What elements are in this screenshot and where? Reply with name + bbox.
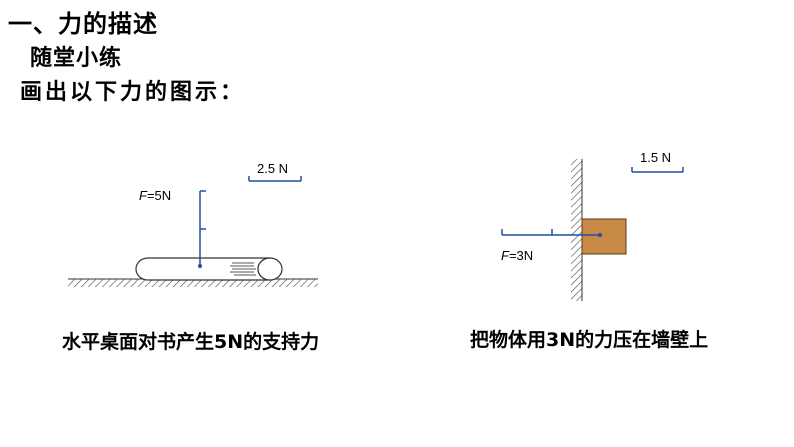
- force-origin-point: [198, 264, 202, 268]
- scale-label: 2.5 N: [257, 161, 288, 176]
- scale-bar: [631, 167, 684, 173]
- wooden-block: [581, 218, 627, 255]
- right-diagram: F=3N 1.5 N: [501, 150, 684, 301]
- press-force-arrow: [501, 229, 600, 236]
- force-label: F=5N: [139, 188, 171, 203]
- table-hatch: [68, 279, 318, 287]
- force-label: F=3N: [501, 248, 533, 263]
- left-caption: 水平桌面对书产生5N的支持力: [62, 331, 320, 353]
- scale-bar: [248, 176, 302, 182]
- instruction-text: 画出以下力的图示：: [20, 80, 246, 105]
- force-origin-point: [598, 233, 602, 237]
- left-diagram: F=5N 2.5 N: [68, 161, 318, 287]
- right-caption: 把物体用3N的力压在墙壁上: [470, 329, 709, 351]
- book-shape: [135, 257, 283, 281]
- scale-label: 1.5 N: [640, 150, 671, 165]
- wall-hatch: [571, 159, 582, 301]
- slide-subtitle: 随堂小练: [30, 46, 123, 71]
- support-force-arrow: [199, 190, 206, 266]
- slide-title: 一、力的描述: [8, 10, 158, 38]
